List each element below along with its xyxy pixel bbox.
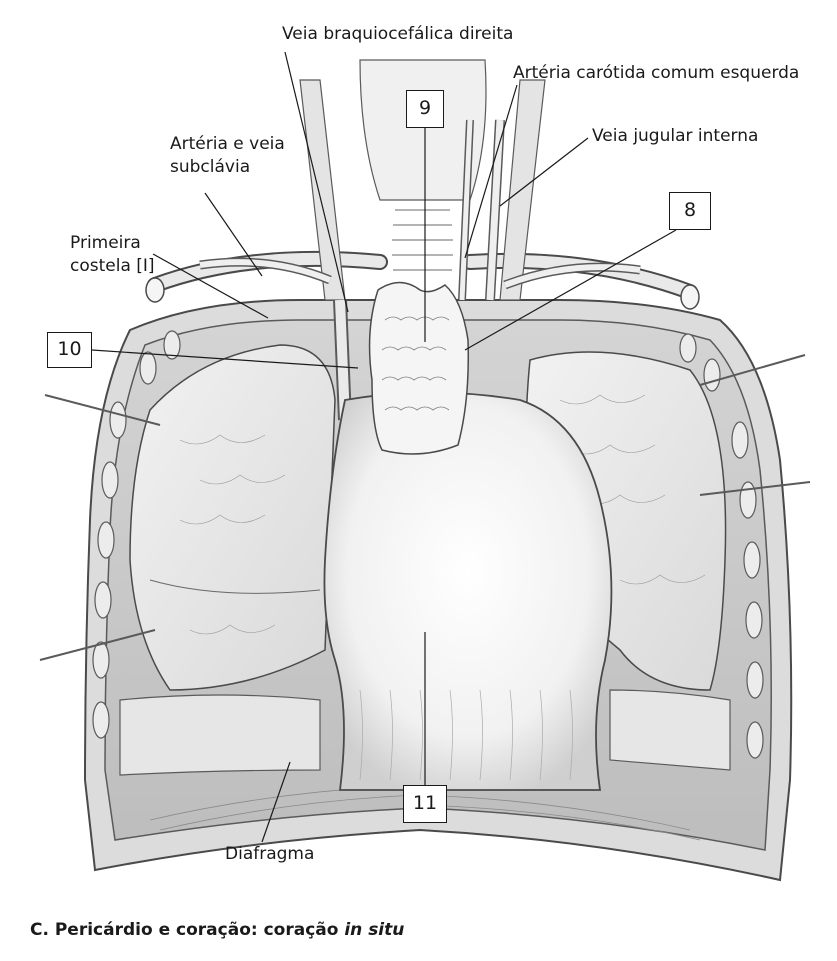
label-arteria-e-veia-subclavia-line1: Artéria e veia xyxy=(170,134,285,154)
label-veia-braquiocefalica-direita: Veia braquiocefálica direita xyxy=(282,24,514,44)
label-primeira-costela-line2: costela [I] xyxy=(70,256,155,276)
leader-arteria-carotida xyxy=(464,84,518,259)
right-lung xyxy=(39,344,336,776)
label-arteria-e-veia-subclavia-line2: subclávia xyxy=(170,157,251,177)
label-primeira-costela-line1: Primeira xyxy=(70,233,141,253)
caption-emphasis: in situ xyxy=(344,920,405,940)
pericardium-heart xyxy=(323,391,613,791)
neck-structures xyxy=(299,59,546,421)
leader-arteria-veia-subclavia xyxy=(204,192,263,277)
leader-10 xyxy=(91,349,359,369)
label-arteria-carotida-comum-esquerda: Artéria carótida comum esquerda xyxy=(513,63,800,83)
label-diafragma: Diafragma xyxy=(225,844,315,864)
leader-diafragma xyxy=(261,761,291,843)
thymus xyxy=(368,281,470,455)
callout-9: 9 xyxy=(406,90,444,128)
subclavian-vessels xyxy=(199,257,641,290)
callout-11: 11 xyxy=(403,785,447,823)
leader-veia-braquiocefalica xyxy=(284,51,349,313)
caption-main: C. Pericárdio e coração: coração xyxy=(30,920,345,940)
callout-10: 10 xyxy=(47,332,92,368)
label-veia-jugular-interna: Veia jugular interna xyxy=(592,126,759,146)
leader-8 xyxy=(464,229,677,351)
leader-primeira-costela xyxy=(152,253,269,319)
figure-caption: C. Pericárdio e coração: coração in situ xyxy=(30,920,404,940)
leader-lines xyxy=(91,51,677,843)
leader-veia-jugular xyxy=(499,137,589,207)
callout-8: 8 xyxy=(669,192,711,230)
